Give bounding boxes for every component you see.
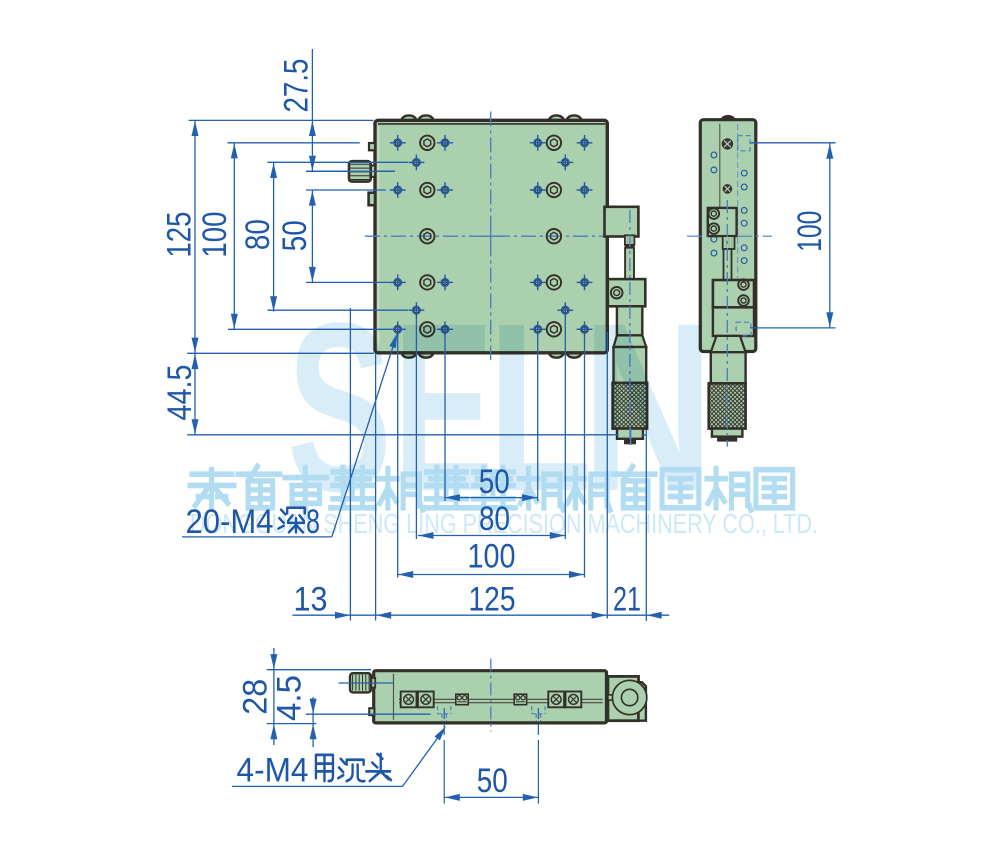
svg-text:13: 13 (294, 581, 328, 619)
svg-text:100: 100 (196, 212, 234, 258)
svg-text:8: 8 (306, 503, 320, 541)
svg-text:50: 50 (479, 463, 510, 501)
svg-text:4.5: 4.5 (271, 675, 309, 721)
svg-text:80: 80 (479, 500, 510, 538)
svg-text:100: 100 (791, 211, 829, 252)
svg-text:125: 125 (161, 212, 199, 258)
svg-text:80: 80 (239, 219, 277, 250)
svg-text:28: 28 (237, 679, 275, 715)
svg-text:27.5: 27.5 (278, 59, 316, 113)
svg-text:21: 21 (613, 581, 641, 619)
svg-text:50: 50 (477, 762, 508, 800)
svg-text:20-M4: 20-M4 (186, 503, 274, 541)
svg-text:44.5: 44.5 (161, 365, 199, 421)
svg-text:125: 125 (469, 581, 516, 619)
svg-text:4-M4: 4-M4 (237, 752, 309, 790)
svg-text:100: 100 (468, 538, 516, 576)
svg-text:50: 50 (276, 220, 314, 251)
